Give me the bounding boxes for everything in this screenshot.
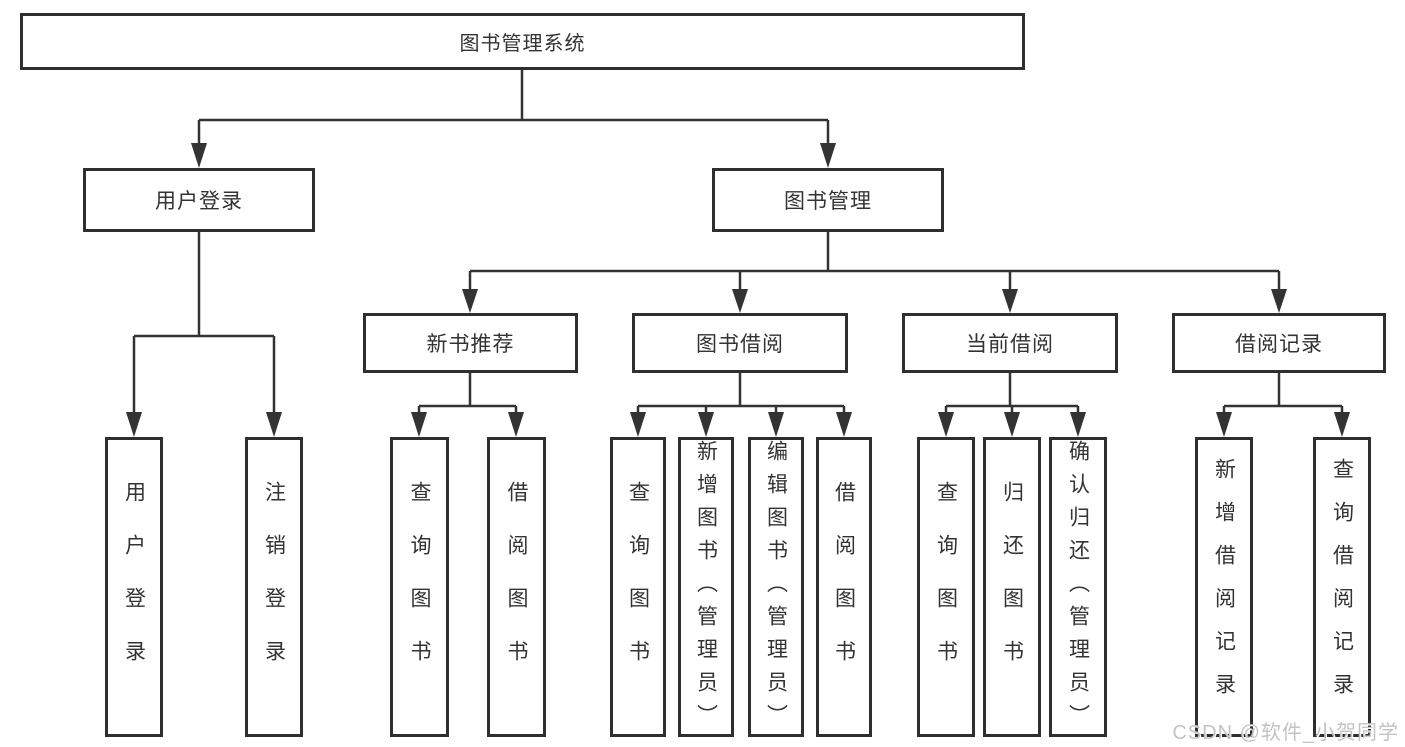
leaf-return-book: 归还图书 xyxy=(983,437,1041,737)
leaf-borrow-book: 借阅图书 xyxy=(487,437,546,737)
leaf-label: 编辑图书（管理员） xyxy=(764,440,788,737)
node-library-system: 图书管理系统 xyxy=(20,13,1025,70)
leaf-query-book: 查询图书 xyxy=(610,437,666,737)
node-user-login: 用户登录 xyxy=(83,168,315,232)
leaf-logout: 注销登录 xyxy=(245,437,303,737)
leaf-label: 借阅图书 xyxy=(832,481,856,693)
leaf-label: 查询图书 xyxy=(934,481,958,693)
leaf-user-login: 用户登录 xyxy=(105,437,163,737)
leaf-add-book-admin: 新增图书（管理员） xyxy=(678,437,734,737)
leaf-label: 新增借阅记录 xyxy=(1212,458,1236,716)
leaf-query-book: 查询图书 xyxy=(390,437,449,737)
leaf-label: 归还图书 xyxy=(1000,481,1024,693)
leaf-confirm-return-admin: 确认归还（管理员） xyxy=(1049,437,1107,737)
node-current-borrow: 当前借阅 xyxy=(902,313,1118,373)
leaf-edit-book-admin: 编辑图书（管理员） xyxy=(748,437,804,737)
node-new-book-recommend: 新书推荐 xyxy=(363,313,578,373)
leaf-label: 确认归还（管理员） xyxy=(1066,440,1090,737)
csdn-watermark: CSDN @软件_小贺同学 xyxy=(1172,722,1399,744)
arrowheads xyxy=(126,143,1350,437)
node-book-management: 图书管理 xyxy=(712,168,944,232)
leaf-label: 新增图书（管理员） xyxy=(694,440,718,737)
leaf-label: 查询图书 xyxy=(626,481,650,693)
leaf-label: 用户登录 xyxy=(122,481,146,693)
leaf-query-book: 查询图书 xyxy=(917,437,975,737)
leaf-add-borrow-record: 新增借阅记录 xyxy=(1195,437,1253,737)
leaf-label: 借阅图书 xyxy=(505,481,528,693)
node-book-borrow: 图书借阅 xyxy=(632,313,848,373)
leaf-borrow-book: 借阅图书 xyxy=(816,437,872,737)
leaf-label: 注销登录 xyxy=(262,481,286,693)
node-borrow-record: 借阅记录 xyxy=(1172,313,1386,373)
leaf-label: 查询图书 xyxy=(408,481,431,693)
leaf-query-borrow-record: 查询借阅记录 xyxy=(1313,437,1371,737)
leaf-label: 查询借阅记录 xyxy=(1330,458,1354,716)
